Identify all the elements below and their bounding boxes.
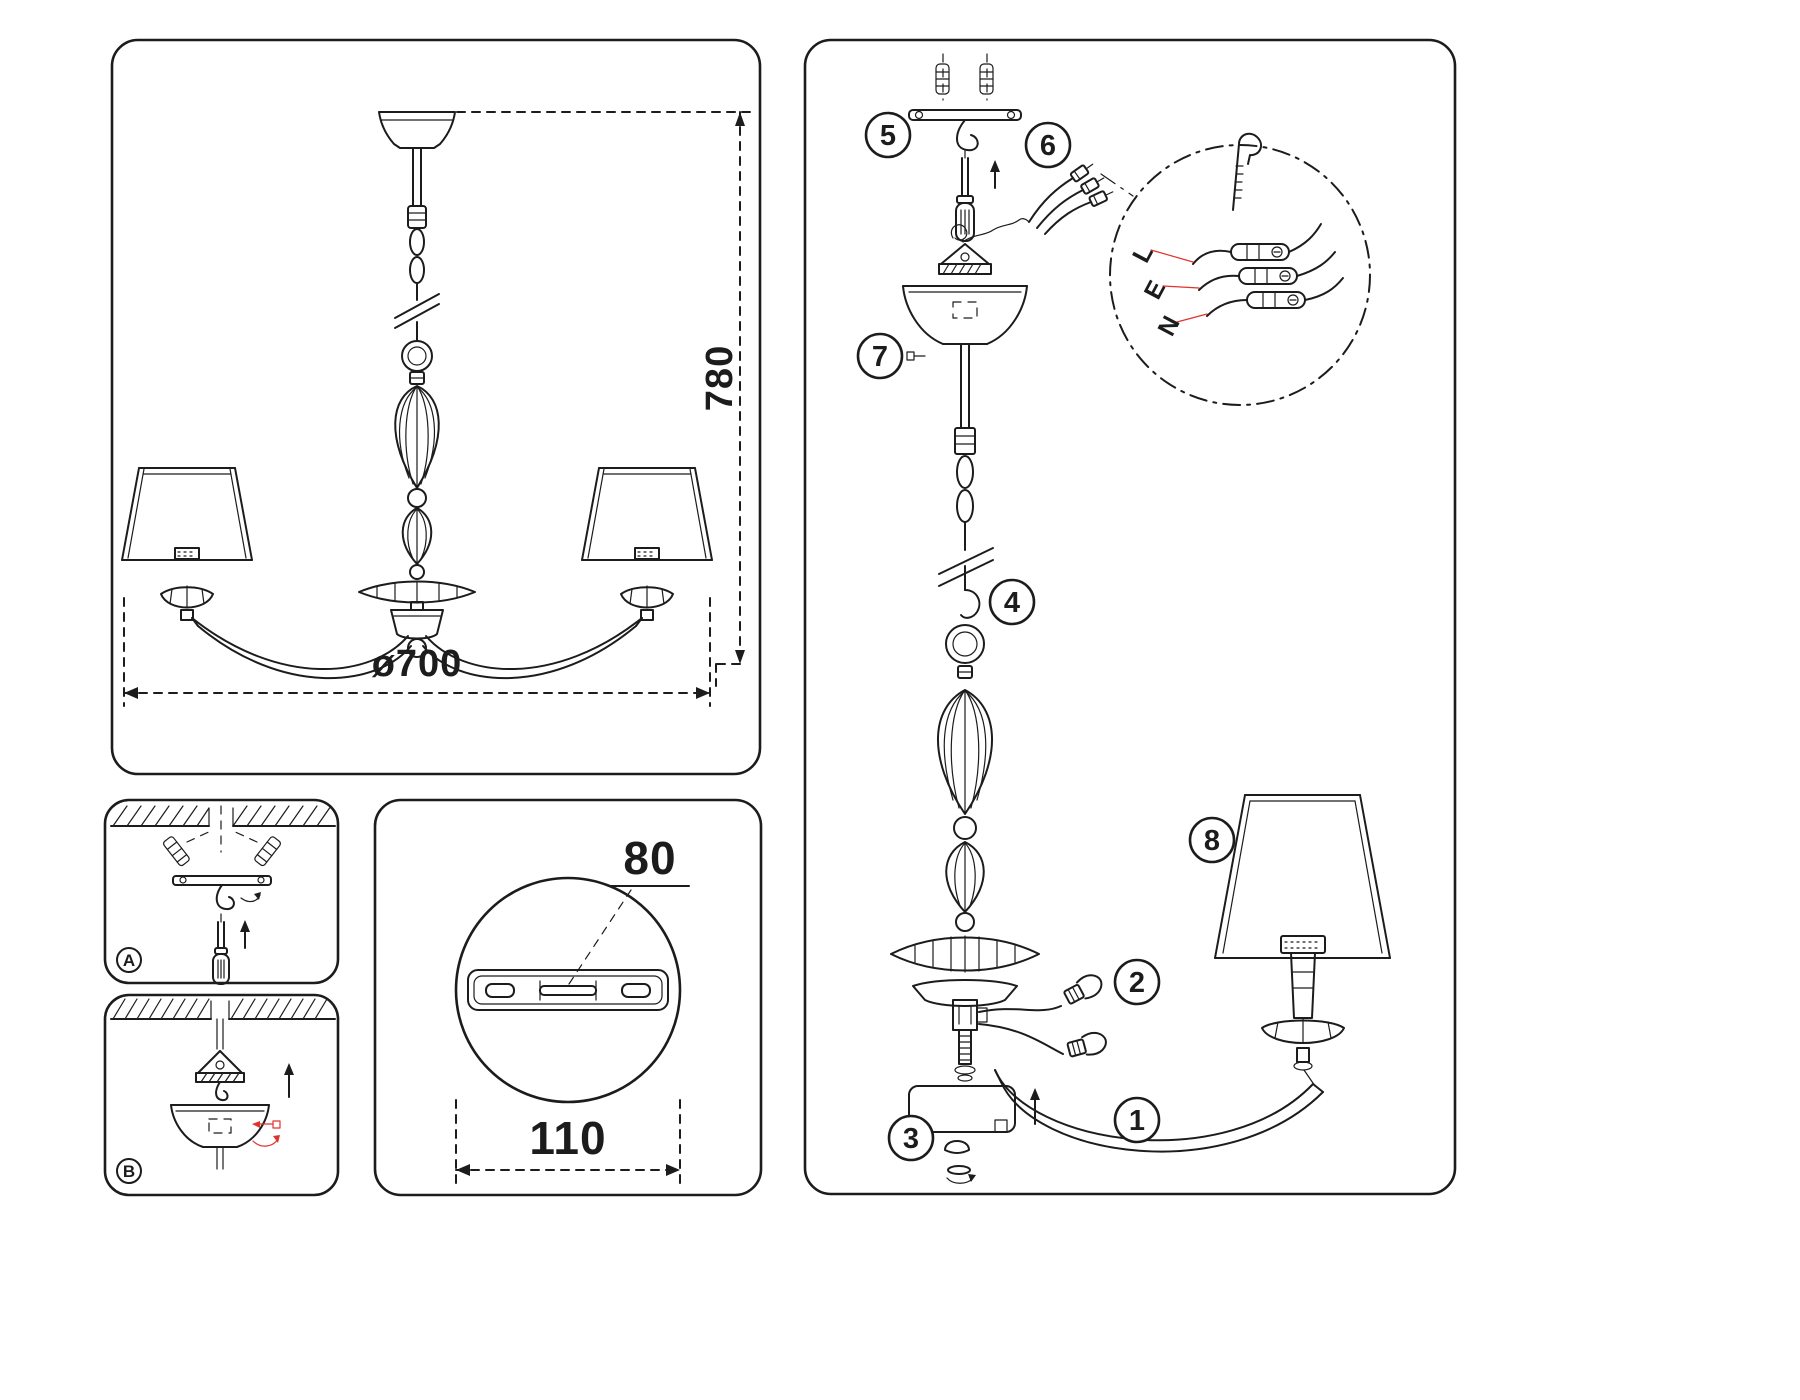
terminal-block (1192, 223, 1344, 317)
lampshade-right (581, 467, 713, 561)
callout-4-number: 4 (1004, 587, 1020, 619)
side-screw-icon (906, 351, 926, 361)
ornament-column (890, 689, 1040, 1082)
dimension-hole-spacing: 80 (568, 832, 690, 985)
chandelier-front-view (121, 111, 713, 680)
callout-1: 1 (1113, 1096, 1161, 1144)
ceiling-canopy (378, 111, 456, 149)
callout-6-number: 6 (1040, 130, 1056, 162)
supply-wires (1028, 163, 1134, 235)
push-up-arrow (284, 1063, 294, 1098)
callout-2: 2 (1113, 958, 1161, 1006)
dimension-diameter: ø700 (123, 597, 711, 707)
panel-border (803, 38, 1457, 1196)
dimension-plate-width: 110 (455, 1099, 681, 1187)
lampshade-left (121, 467, 253, 561)
lamp-arm (994, 1069, 1324, 1153)
mount-step-b-panel: B (103, 993, 340, 1197)
callout-7: 7 (856, 332, 926, 380)
canopy (170, 1104, 270, 1170)
assembly-panel: 5 6 (803, 38, 1457, 1196)
callout-3-number: 3 (903, 1123, 919, 1155)
callout-7-number: 7 (872, 341, 888, 373)
callout-4: 4 (988, 578, 1036, 626)
step-b-badge: B (116, 1158, 142, 1184)
screwdriver (212, 913, 230, 985)
push-up-arrow (240, 920, 250, 949)
callout-2-number: 2 (1129, 967, 1145, 999)
callout-6: 6 (1024, 121, 1072, 169)
mounting-kit (908, 53, 1022, 242)
candle-cup-right (620, 585, 674, 621)
mount-step-a-panel: A (103, 798, 340, 985)
panel-border (103, 993, 340, 1197)
plate-width-label: 110 (529, 1112, 606, 1164)
callout-5: 5 (864, 111, 912, 159)
mounting-plate (467, 969, 669, 1011)
locking-screw (252, 1120, 281, 1147)
canopy-assembly (902, 218, 1030, 345)
ceiling-hatch (110, 998, 336, 1020)
bulb-wiring (978, 974, 1107, 1058)
cable-tie-icon (1232, 132, 1262, 211)
hole-spacing-label: 80 (623, 832, 676, 884)
step-a-label: A (123, 951, 135, 970)
bulb-icon (1063, 974, 1103, 1005)
wiring-detail-circle: L E N (1109, 132, 1371, 406)
mounting-plate-circle (454, 876, 682, 1104)
bulb-icon (1066, 1031, 1107, 1058)
diameter-dim-label: ø700 (372, 643, 463, 685)
wire-label-neutral: N (1152, 311, 1185, 340)
suspension-chain (394, 147, 440, 385)
overview-panel: 780 ø700 (110, 38, 762, 776)
callout-8: 8 (1188, 816, 1236, 864)
callout-5-number: 5 (880, 120, 896, 152)
hook-bracket (172, 875, 272, 911)
bracket-detail-panel: 80 110 (373, 798, 763, 1197)
shade-assembly (1214, 794, 1391, 1071)
wall-anchors (163, 829, 281, 867)
ceiling-hatch (110, 805, 336, 853)
callout-3: 3 (887, 1114, 935, 1162)
ornament-column (358, 385, 476, 658)
callout-8-number: 8 (1204, 825, 1220, 857)
chain-and-hook (938, 343, 994, 679)
dimension-height: 780 (456, 111, 753, 687)
step-b-label: B (123, 1162, 135, 1181)
finial-parts (944, 1140, 976, 1184)
panel-border (373, 798, 763, 1197)
wire-label-leaders (1150, 249, 1208, 323)
candle-cup-left (160, 585, 214, 621)
height-dim-label: 780 (699, 345, 741, 411)
callout-1-number: 1 (1129, 1105, 1145, 1137)
wire-label-live: L (1127, 241, 1159, 268)
step-a-badge: A (116, 947, 142, 973)
hanging-bracket (195, 1018, 245, 1102)
panel-border (110, 38, 762, 776)
wire-label-earth: E (1139, 276, 1172, 304)
